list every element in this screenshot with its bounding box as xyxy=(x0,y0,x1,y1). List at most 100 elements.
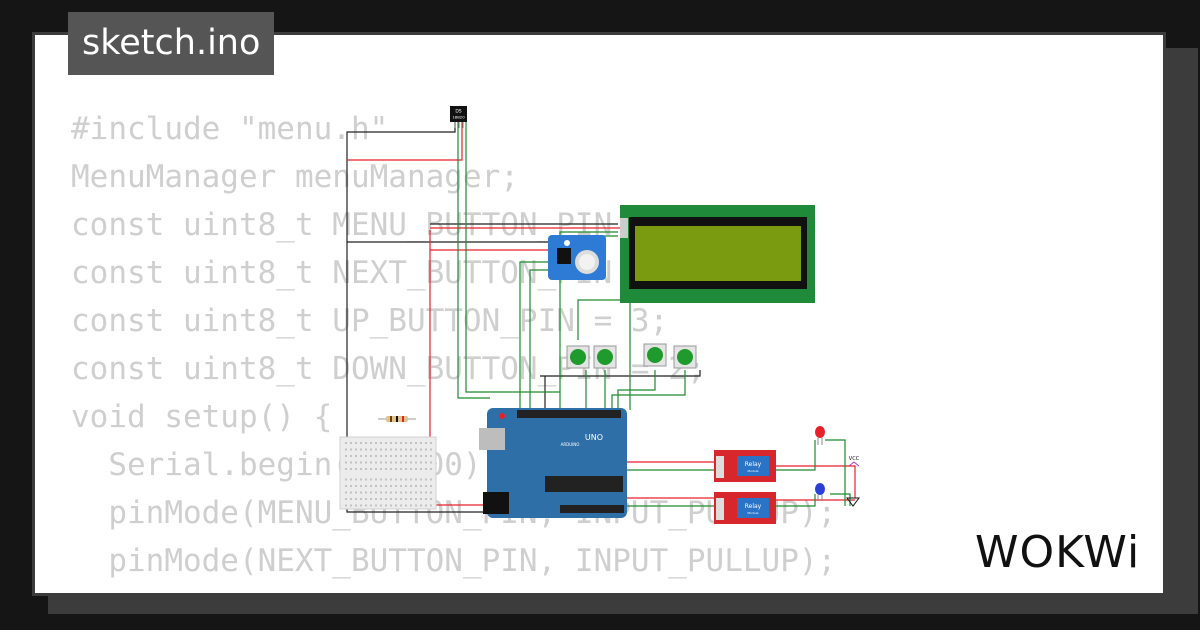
breadboard-hole xyxy=(380,504,382,507)
breadboard-hole xyxy=(425,485,427,487)
breadboard-hole xyxy=(425,491,427,494)
breadboard-hole xyxy=(425,498,427,500)
breadboard-hole xyxy=(345,455,347,457)
ds18b20-sensor[interactable]: DS 18B20 xyxy=(450,106,467,128)
breadboard-hole xyxy=(370,491,372,494)
breadboard-hole xyxy=(405,442,407,444)
relay-module-1[interactable]: Relay Module xyxy=(714,450,776,482)
breadboard-hole xyxy=(345,491,347,494)
breadboard-hole xyxy=(375,504,377,507)
breadboard-hole xyxy=(395,491,397,494)
breadboard-hole xyxy=(370,485,372,487)
breadboard-hole xyxy=(355,448,357,451)
breadboard-hole xyxy=(360,504,362,507)
breadboard-hole xyxy=(350,468,352,470)
breadboard-hole xyxy=(365,455,367,457)
breadboard-hole xyxy=(380,455,382,457)
breadboard-hole xyxy=(360,455,362,457)
breadboard-hole xyxy=(355,455,357,457)
breadboard-hole xyxy=(405,485,407,487)
breadboard-hole xyxy=(350,442,352,444)
ground-symbol xyxy=(846,497,860,507)
breadboard-hole xyxy=(365,498,367,500)
breadboard-hole xyxy=(370,498,372,500)
breadboard-hole xyxy=(360,478,362,481)
breadboard-hole xyxy=(380,461,382,464)
breadboard-hole xyxy=(385,461,387,464)
breadboard-hole xyxy=(425,478,427,481)
breadboard-hole xyxy=(420,468,422,470)
breadboard-hole xyxy=(380,448,382,451)
code-line: MenuManager menuManager; xyxy=(71,159,519,195)
breadboard-hole xyxy=(390,448,392,451)
breadboard-hole xyxy=(430,504,432,507)
breadboard-hole xyxy=(405,455,407,457)
breadboard-hole xyxy=(385,468,387,470)
breadboard-hole xyxy=(380,468,382,470)
breadboard-hole xyxy=(380,478,382,481)
menu-push-button[interactable] xyxy=(566,345,590,369)
breadboard-hole xyxy=(400,485,402,487)
red-led[interactable] xyxy=(815,426,825,445)
file-name-badge: sketch.ino xyxy=(68,12,275,75)
breadboard-hole xyxy=(430,455,432,457)
relay-2-label: Relay xyxy=(745,503,762,510)
breadboard-hole xyxy=(375,478,377,481)
breadboard[interactable] xyxy=(339,436,437,510)
breadboard-hole xyxy=(355,485,357,487)
breadboard-hole xyxy=(350,461,352,464)
breadboard-hole xyxy=(355,498,357,500)
breadboard-hole xyxy=(375,491,377,494)
relay-1-label: Relay xyxy=(745,461,762,468)
breadboard-hole xyxy=(365,485,367,487)
breadboard-hole xyxy=(430,448,432,451)
breadboard-hole xyxy=(350,504,352,507)
breadboard-hole xyxy=(390,455,392,457)
breadboard-hole xyxy=(420,448,422,451)
breadboard-hole xyxy=(415,491,417,494)
breadboard-hole xyxy=(355,468,357,470)
breadboard-hole xyxy=(350,455,352,457)
breadboard-hole xyxy=(360,461,362,464)
breadboard-hole xyxy=(395,468,397,470)
breadboard-hole xyxy=(425,468,427,470)
breadboard-hole xyxy=(400,442,402,444)
breadboard-hole xyxy=(360,442,362,444)
lcd-display[interactable] xyxy=(620,205,815,303)
breadboard-hole xyxy=(355,491,357,494)
breadboard-hole xyxy=(420,485,422,487)
push-buttons xyxy=(566,343,697,369)
breadboard-hole xyxy=(360,498,362,500)
arduino-uno[interactable]: ARDUINO UNO xyxy=(479,408,627,518)
wokwi-logo: WOKWi xyxy=(975,527,1141,578)
breadboard-hole xyxy=(410,504,412,507)
breadboard-hole xyxy=(420,461,422,464)
breadboard-hole xyxy=(385,491,387,494)
breadboard-hole xyxy=(380,498,382,500)
up-push-button[interactable] xyxy=(643,343,667,367)
breadboard-hole xyxy=(390,491,392,494)
breadboard-hole xyxy=(395,485,397,487)
breadboard-hole xyxy=(410,478,412,481)
breadboard-hole xyxy=(425,455,427,457)
code-line: const uint8_t UP_BUTTON_PIN = 3; xyxy=(71,303,669,339)
breadboard-hole xyxy=(405,478,407,481)
breadboard-hole xyxy=(415,478,417,481)
breadboard-hole xyxy=(345,442,347,444)
down-push-button[interactable] xyxy=(673,345,697,369)
next-push-button[interactable] xyxy=(593,345,617,369)
breadboard-hole xyxy=(400,478,402,481)
code-line: pinMode(NEXT_BUTTON_PIN, INPUT_PULLUP); xyxy=(71,543,837,579)
blue-led[interactable] xyxy=(815,483,825,501)
breadboard-hole xyxy=(430,461,432,464)
breadboard-hole xyxy=(360,491,362,494)
resistor[interactable] xyxy=(378,416,416,422)
breadboard-hole xyxy=(370,461,372,464)
breadboard-hole xyxy=(430,478,432,481)
breadboard-hole xyxy=(395,455,397,457)
breadboard-hole xyxy=(370,455,372,457)
relay-module-2[interactable]: Relay Module xyxy=(714,492,776,524)
rtc-module[interactable] xyxy=(548,235,606,280)
breadboard-hole xyxy=(360,485,362,487)
